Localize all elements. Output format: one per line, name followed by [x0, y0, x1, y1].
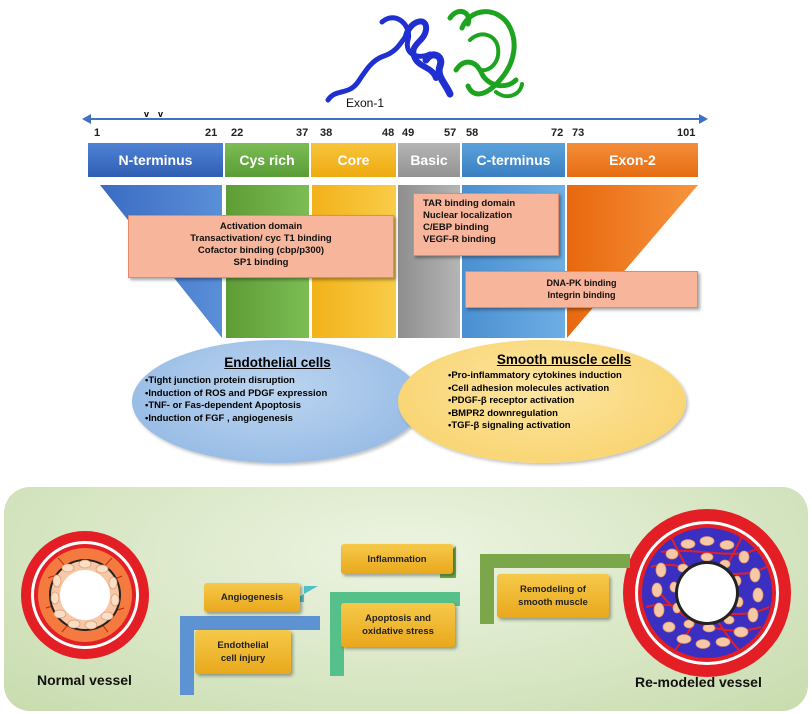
position-label: 101	[677, 127, 696, 139]
normal-vessel-illustration	[21, 531, 149, 659]
function-text: Activation domain	[219, 221, 303, 232]
function-text: SP1 binding	[233, 257, 289, 268]
green-step-connector	[330, 592, 460, 676]
position-label: 73	[572, 127, 585, 139]
exon1-label: Exon-1	[346, 96, 384, 110]
step-label: Endothelial	[217, 640, 269, 651]
smooth-muscle-item: •Cell adhesion molecules activation	[448, 382, 610, 394]
exon2-ribbon	[447, 8, 524, 99]
step-apoptosis: Apoptosis and oxidative stress	[341, 603, 455, 647]
step-label: oxidative stress	[362, 626, 434, 637]
domain-core: Core	[311, 143, 396, 177]
remodeled-vessel-illustration	[623, 509, 791, 677]
function-text: C/EBP binding	[423, 222, 489, 233]
step-angiogenesis: Angiogenesis	[204, 583, 300, 612]
step-label: cell injury	[220, 653, 266, 664]
smooth-muscle-title: Smooth muscle cells	[496, 352, 632, 367]
position-label: 72	[551, 127, 564, 139]
function-text: Integrin binding	[547, 290, 616, 300]
step-endothelial-injury: Endothelial cell injury	[195, 630, 291, 674]
domain-n-terminus: N-terminus	[88, 143, 223, 177]
position-label: 57	[444, 127, 457, 139]
domain-exon-2: Exon-2	[567, 143, 698, 177]
remodeled-vessel-label: Re-modeled vessel	[635, 674, 762, 690]
smooth-muscle-panel: Smooth muscle cells •Pro-inflammatory cy…	[448, 352, 680, 433]
domain-cys-rich: Cys rich	[225, 143, 309, 177]
step-label: Remodeling of	[520, 584, 586, 595]
smooth-muscle-item: •Pro-inflammatory cytokines induction	[448, 370, 622, 381]
position-label: 1	[94, 127, 101, 139]
position-label: 21	[205, 127, 218, 139]
endothelial-item: •Induction of FGF , angiogenesis	[145, 412, 293, 424]
exon-2-wedge	[567, 185, 698, 338]
smooth-muscle-ellipse	[398, 340, 686, 463]
position-label: 48	[382, 127, 395, 139]
domain-c-terminus: C-terminus	[462, 143, 565, 177]
step-label: Inflammation	[367, 553, 427, 565]
position-label: 38	[320, 127, 333, 139]
position-label: 58	[466, 127, 479, 139]
smooth-muscle-item: •PDGF-β receptor activation	[448, 395, 575, 406]
olive-step-connector	[480, 554, 630, 624]
protein-structure: Exon-1	[325, 8, 524, 110]
endothelial-item: •Tight junction protein disruption	[145, 375, 295, 386]
endothelial-title: Endothelial cells	[224, 355, 331, 370]
endothelial-panel: Endothelial cells •Tight junction protei…	[145, 355, 410, 425]
function-box-dna-pk: DNA-PK binding Integrin binding	[465, 271, 698, 308]
step-label: smooth muscle	[518, 597, 588, 608]
function-text: Nuclear localization	[423, 210, 513, 221]
function-box-tar-binding: TAR binding domain Nuclear localization …	[413, 193, 559, 256]
cleavage-mark: v	[144, 109, 150, 119]
step-label: Apoptosis and	[365, 613, 431, 624]
function-text: Transactivation/ cyc T1 binding	[190, 233, 332, 244]
function-text: TAR binding domain	[423, 198, 516, 209]
exon1-ribbon	[325, 15, 454, 103]
smooth-muscle-item: •TGF-β signaling activation	[448, 420, 571, 431]
domain-basic: Basic	[398, 143, 460, 177]
blue-step-connector	[180, 616, 320, 695]
smooth-muscle-item: •BMPR2 downregulation	[448, 407, 558, 419]
endothelial-item: •TNF- or Fas-dependent Apoptosis	[145, 400, 302, 411]
position-label: 22	[231, 127, 244, 139]
endothelial-item: •Induction of ROS and PDGF expression	[145, 387, 328, 399]
position-label: 37	[296, 127, 309, 139]
position-label: 49	[402, 127, 415, 139]
sequence-axis	[82, 114, 708, 124]
cleavage-mark: v	[158, 109, 164, 119]
domain-columns	[100, 185, 698, 338]
function-text: VEGF-R binding	[423, 234, 496, 245]
function-text: DNA-PK binding	[546, 278, 617, 288]
step-remodeling: Remodeling of smooth muscle	[497, 574, 609, 618]
normal-vessel-label: Normal vessel	[37, 672, 132, 688]
function-text: Cofactor binding (cbp/p300)	[197, 245, 325, 256]
step-label: Angiogenesis	[220, 592, 284, 603]
step-inflammation: Inflammation	[341, 544, 453, 574]
endothelial-ellipse	[132, 340, 422, 463]
function-box-activation: Activation domain Transactivation/ cyc T…	[128, 215, 394, 278]
